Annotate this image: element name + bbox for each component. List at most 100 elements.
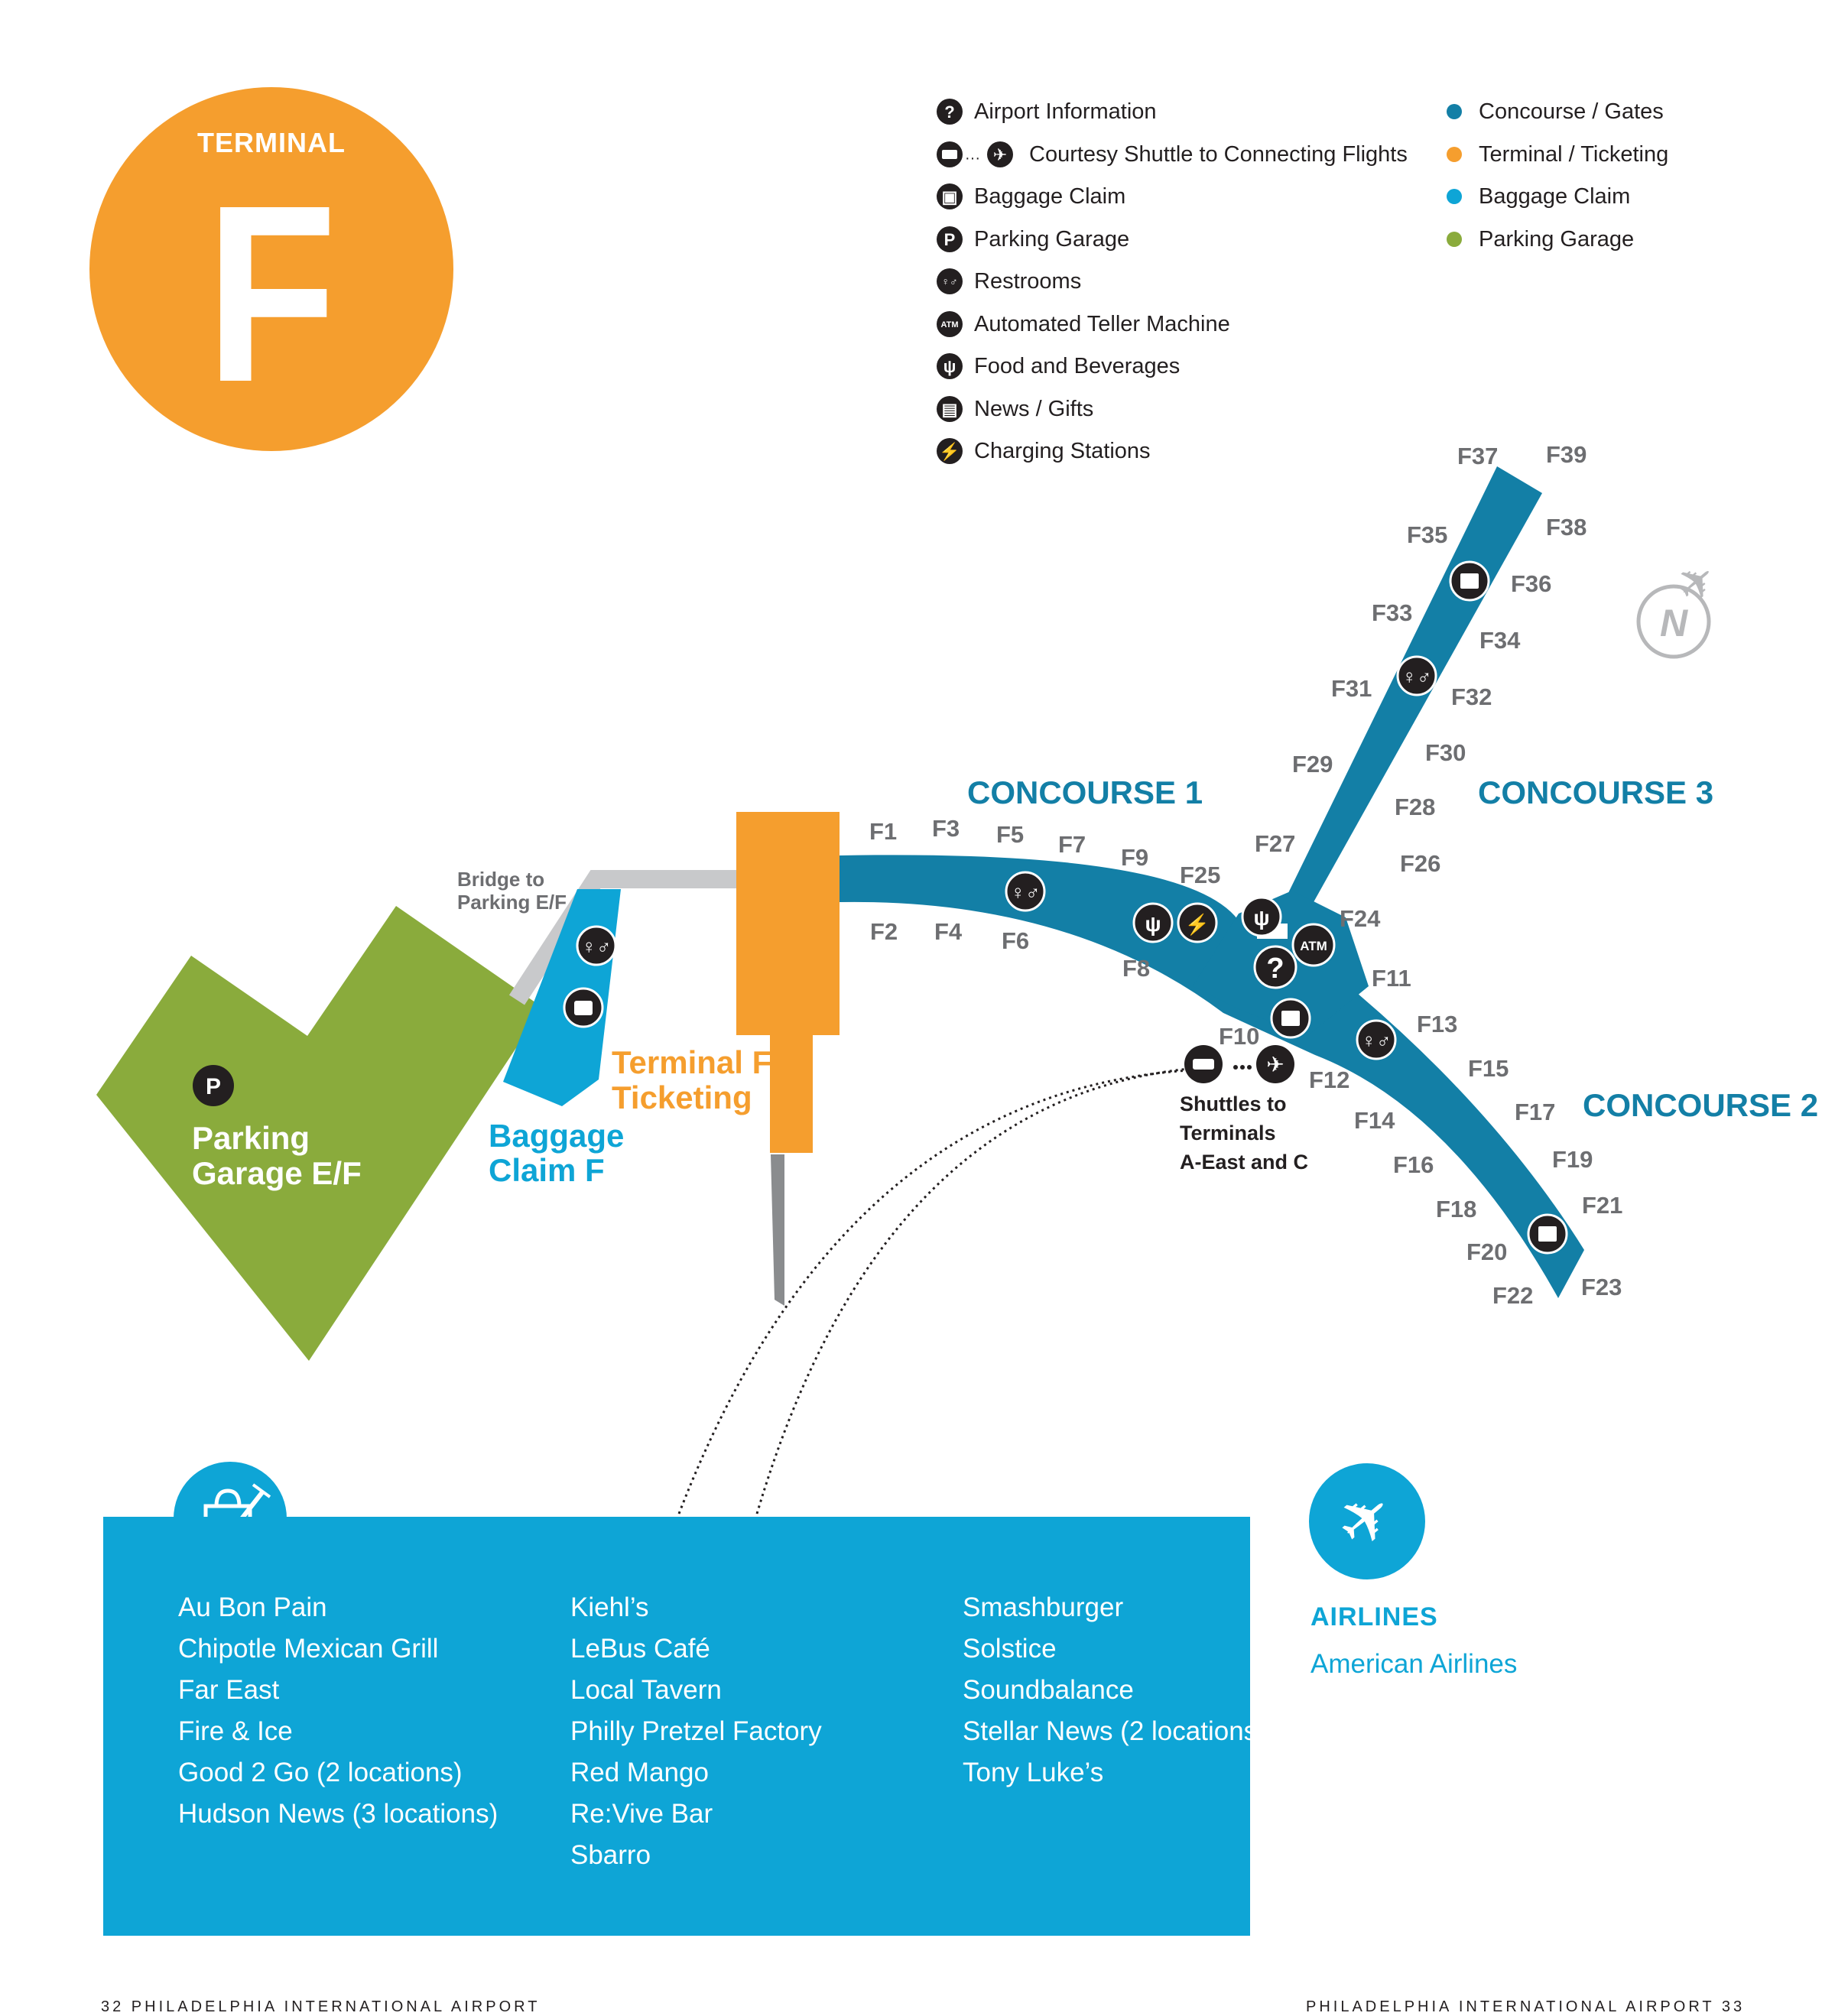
gate-f5[interactable]: F5 xyxy=(996,821,1024,848)
atm-icon[interactable] xyxy=(1291,923,1336,967)
parking-garage-shape[interactable] xyxy=(96,906,543,1361)
gate-f25[interactable]: F25 xyxy=(1180,862,1220,888)
gate-f26[interactable]: F26 xyxy=(1400,850,1440,877)
svg-text:ψ: ψ xyxy=(1253,906,1269,930)
vendor-item[interactable]: Hudson News (3 locations) xyxy=(178,1799,499,1829)
terminal-pier xyxy=(771,1154,784,1306)
gate-f36[interactable]: F36 xyxy=(1511,570,1551,597)
gate-f31[interactable]: F31 xyxy=(1331,675,1372,702)
gate-f7[interactable]: F7 xyxy=(1058,831,1086,858)
footer-right: PHILADELPHIA INTERNATIONAL AIRPORT 33 xyxy=(1306,1998,1746,2015)
gate-f39[interactable]: F39 xyxy=(1546,441,1587,468)
legend-color-label: Parking Garage xyxy=(1479,226,1635,252)
svg-text:?: ? xyxy=(1266,953,1284,985)
info-question-icon[interactable] xyxy=(1253,945,1297,989)
gate-f9[interactable]: F9 xyxy=(1121,844,1148,871)
gate-f23[interactable]: F23 xyxy=(1581,1274,1622,1300)
gate-f2[interactable]: F2 xyxy=(870,918,898,945)
vendor-item[interactable]: Solstice xyxy=(963,1634,1057,1664)
restroom-icon[interactable] xyxy=(1356,1019,1397,1060)
restroom-icon[interactable] xyxy=(1396,655,1437,696)
gate-f33[interactable]: F33 xyxy=(1372,599,1412,626)
plane-icon[interactable] xyxy=(1256,1045,1294,1083)
gate-f30[interactable]: F30 xyxy=(1425,739,1466,766)
legend-color-label: Concourse / Gates xyxy=(1479,99,1664,124)
fork-knife-icon[interactable] xyxy=(1132,902,1174,943)
vendor-item[interactable]: Tony Luke’s xyxy=(963,1758,1104,1787)
gate-f20[interactable]: F20 xyxy=(1466,1238,1507,1265)
svg-text:✈: ✈ xyxy=(1266,1053,1284,1076)
vendor-item[interactable]: Re:Vive Bar xyxy=(570,1799,713,1829)
vendor-item[interactable]: Fire & Ice xyxy=(178,1716,293,1746)
gate-f32[interactable]: F32 xyxy=(1451,683,1492,710)
gate-f16[interactable]: F16 xyxy=(1393,1151,1434,1178)
gate-f34[interactable]: F34 xyxy=(1479,627,1521,654)
vendor-item[interactable]: Local Tavern xyxy=(570,1675,722,1705)
gate-f13[interactable]: F13 xyxy=(1417,1011,1457,1037)
ticketing-building[interactable] xyxy=(736,812,840,1035)
fork-knife-icon[interactable] xyxy=(1241,896,1282,937)
gate-f24[interactable]: F24 xyxy=(1340,905,1381,932)
gate-f10[interactable]: F10 xyxy=(1219,1023,1259,1050)
vendor-item[interactable]: Good 2 Go (2 locations) xyxy=(178,1758,463,1787)
gate-f12[interactable]: F12 xyxy=(1309,1066,1349,1093)
bridge-to-parking[interactable] xyxy=(508,870,738,1005)
legend-color-swatch xyxy=(1447,231,1462,247)
restroom-icon[interactable] xyxy=(576,925,617,966)
info-question-icon: ? xyxy=(936,98,963,125)
gate-f8[interactable]: F8 xyxy=(1122,955,1150,982)
gate-f35[interactable]: F35 xyxy=(1407,521,1447,548)
airline-item[interactable]: American Airlines xyxy=(1310,1649,1518,1679)
vendor-item[interactable]: Sbarro xyxy=(570,1840,651,1870)
gate-f19[interactable]: F19 xyxy=(1552,1146,1593,1173)
vendor-item[interactable]: Chipotle Mexican Grill xyxy=(178,1634,439,1664)
gate-f27[interactable]: F27 xyxy=(1255,830,1295,857)
gate-f38[interactable]: F38 xyxy=(1546,514,1587,541)
gate-f4[interactable]: F4 xyxy=(934,918,963,945)
concourse-1-label: CONCOURSE 1 xyxy=(967,774,1203,810)
airlines-badge: ✈ xyxy=(1309,1463,1425,1579)
svg-text:A-East and C: A-East and C xyxy=(1180,1151,1308,1174)
parking-label: Parking xyxy=(192,1120,310,1156)
fork-knife-icon: ψ xyxy=(936,352,963,380)
ticketing-annex xyxy=(770,1032,813,1153)
legend-color-label: Baggage Claim xyxy=(1479,184,1631,209)
vendor-item[interactable]: Kiehl’s xyxy=(570,1592,649,1622)
restroom-icon[interactable] xyxy=(1005,871,1046,912)
parking-icon[interactable] xyxy=(193,1065,234,1106)
legend-label: Restrooms xyxy=(974,269,1082,294)
vendor-item[interactable]: Stellar News (2 locations) xyxy=(963,1716,1266,1746)
svg-text:Claim F: Claim F xyxy=(489,1152,605,1188)
gate-f6[interactable]: F6 xyxy=(1002,927,1029,954)
gate-f14[interactable]: F14 xyxy=(1354,1107,1395,1134)
vendor-item[interactable]: Red Mango xyxy=(570,1758,709,1787)
gate-f11[interactable]: F11 xyxy=(1372,965,1411,992)
vendor-item[interactable]: Soundbalance xyxy=(963,1675,1134,1705)
gate-f28[interactable]: F28 xyxy=(1395,794,1435,820)
gate-f22[interactable]: F22 xyxy=(1492,1282,1533,1309)
gate-f17[interactable]: F17 xyxy=(1515,1099,1555,1125)
legend-label: Charging Stations xyxy=(974,439,1151,463)
gate-f18[interactable]: F18 xyxy=(1436,1196,1476,1222)
charging-plug-icon[interactable] xyxy=(1177,902,1218,943)
gate-f1[interactable]: F1 xyxy=(869,818,897,845)
vendor-item[interactable]: Far East xyxy=(178,1675,280,1705)
concourse-1-2[interactable] xyxy=(840,855,1584,1298)
shuttle-to-plane-icon xyxy=(936,141,963,168)
legend-color-swatch xyxy=(1447,189,1462,204)
gate-f21[interactable]: F21 xyxy=(1582,1192,1622,1219)
gate-f37[interactable]: F37 xyxy=(1457,443,1498,469)
svg-text:P: P xyxy=(206,1074,221,1099)
gate-f15[interactable]: F15 xyxy=(1468,1055,1509,1082)
vendor-item[interactable]: Philly Pretzel Factory xyxy=(570,1716,822,1746)
vendor-item[interactable]: LeBus Café xyxy=(570,1634,710,1664)
legend-color-swatch xyxy=(1447,104,1462,119)
vendor-item[interactable]: Au Bon Pain xyxy=(178,1592,327,1622)
svg-text:N: N xyxy=(1660,602,1688,644)
gate-f29[interactable]: F29 xyxy=(1292,751,1333,778)
svg-text:♀♂: ♀♂ xyxy=(582,935,612,958)
vendor-item[interactable]: Smashburger xyxy=(963,1592,1124,1622)
gate-f3[interactable]: F3 xyxy=(932,815,960,842)
